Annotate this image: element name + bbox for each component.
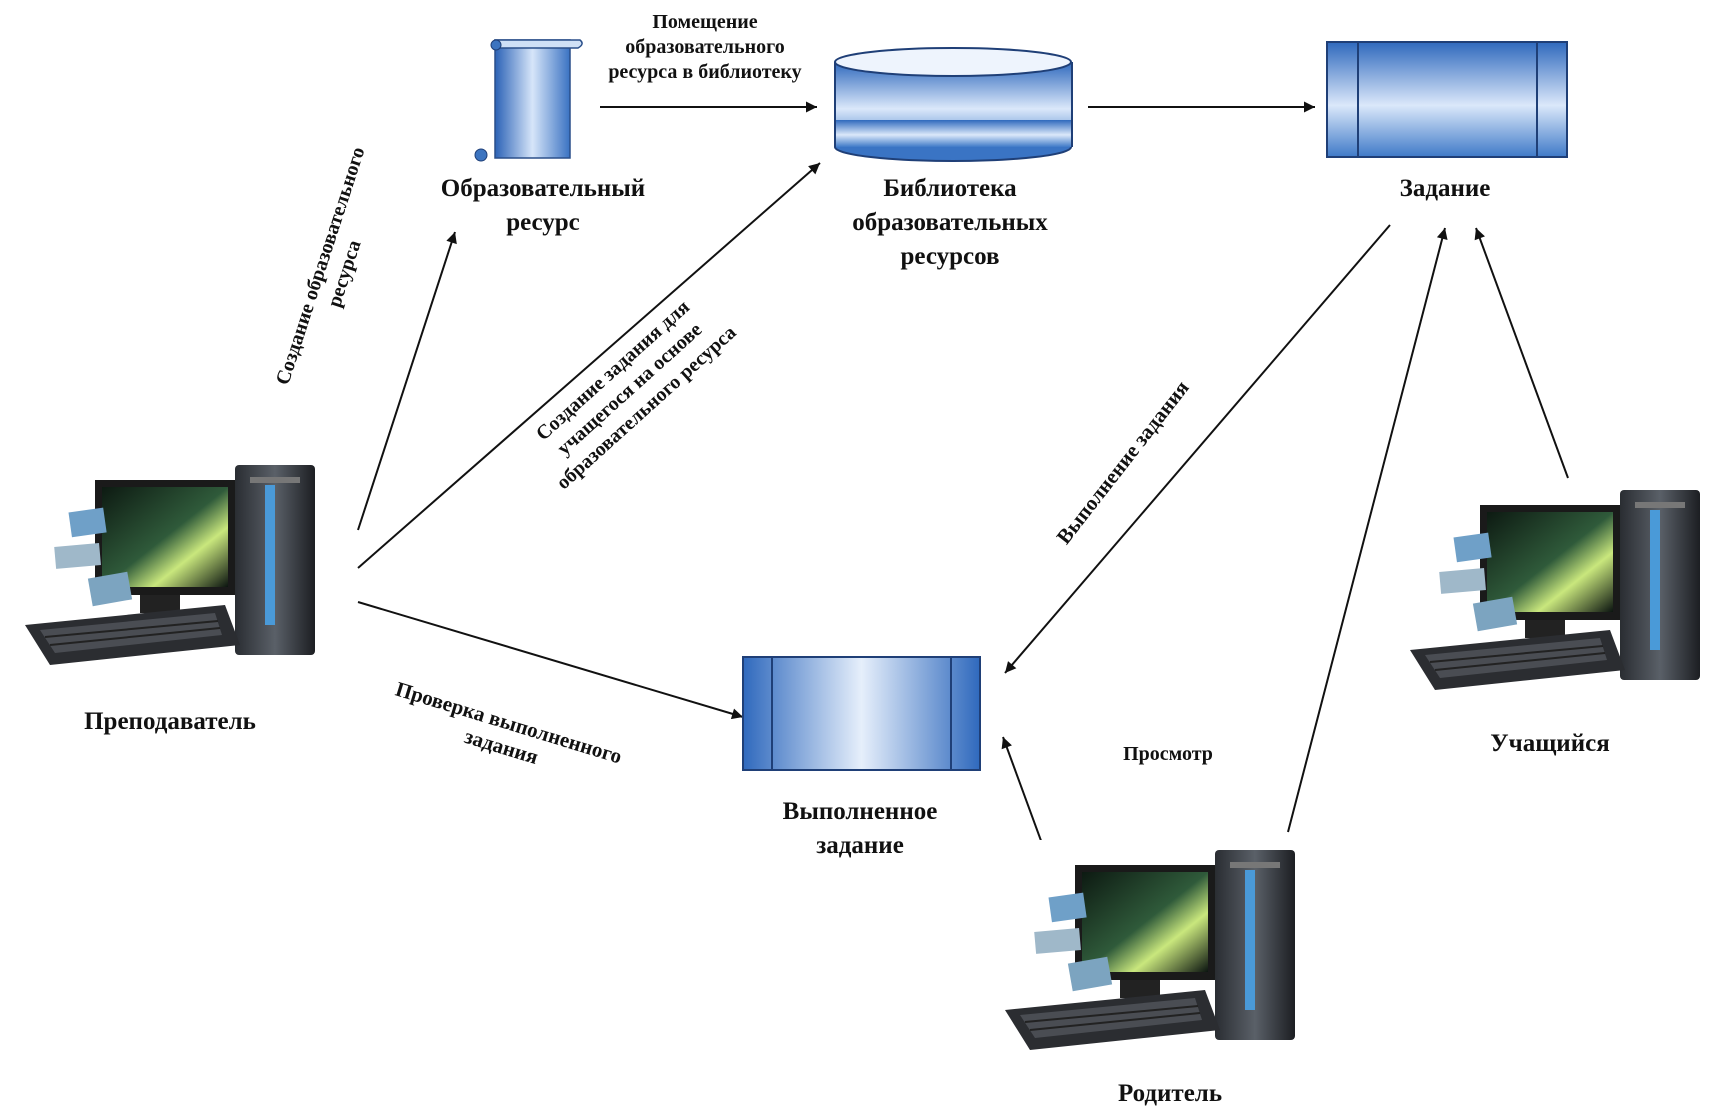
student-computer-icon [1394, 479, 1713, 711]
parent-label: Родитель [1117, 1080, 1223, 1107]
library-label-line1: Библиотека [883, 175, 1017, 202]
edge-label-place-line1: Помещение [652, 11, 758, 33]
resource-scroll-shape [474, 39, 583, 162]
task-box-shape [1326, 41, 1568, 158]
edge-parent-to-task [1287, 227, 1448, 833]
library-cylinder-shape [834, 47, 1073, 162]
edge-label-place: Помещение образовательного ресурса в биб… [580, 10, 830, 85]
edge-label-view: Просмотр [1123, 743, 1213, 765]
edge-teacher-to-library [357, 162, 821, 569]
edge-label-place-line3: ресурса в библиотеку [608, 61, 802, 83]
edge-teacher-to-resource [357, 231, 457, 531]
done-label-line2: задание [816, 832, 904, 859]
edge-teacher-to-done [357, 601, 744, 720]
teacher-label: Преподаватель [84, 708, 256, 735]
edge-task-to-done [1004, 224, 1391, 674]
student-label: Учащийся [1490, 730, 1610, 757]
done-box-shape [742, 656, 981, 771]
library-label: Библиотека образовательных ресурсов [810, 172, 1090, 274]
resource-label: Образовательный ресурс [408, 172, 678, 240]
parent-computer-icon [989, 839, 1321, 1071]
edge-label-place-line2: образовательного [625, 36, 785, 58]
teacher-computer-icon [9, 454, 341, 686]
library-label-line3: ресурсов [900, 243, 1000, 270]
edge-student-to-task [1474, 227, 1569, 479]
library-label-line2: образовательных [852, 209, 1048, 236]
task-label: Задание [1399, 175, 1491, 202]
resource-label-line1: Образовательный [440, 175, 646, 202]
done-label-line1: Выполненное [782, 798, 938, 825]
done-label: Выполненное задание [730, 795, 990, 863]
resource-label-line2: ресурс [506, 209, 580, 236]
